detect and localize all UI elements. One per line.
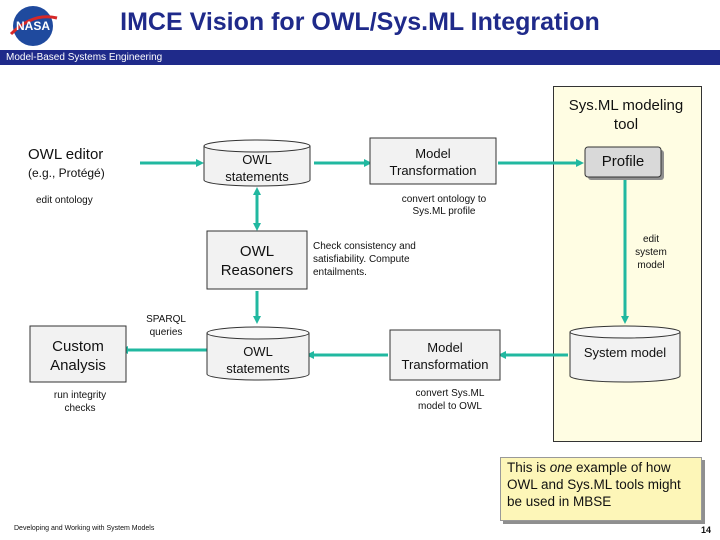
- nasa-logo: NASA: [5, 4, 61, 48]
- footer-text: Developing and Working with System Model…: [14, 525, 155, 532]
- convert-sysml-label: convert Sys.ML model to OWL: [415, 388, 485, 412]
- subtitle-banner: Model-Based Systems Engineering: [0, 50, 720, 65]
- owl-editor-box: [22, 140, 140, 186]
- model-transform-top-label: Model Transformation: [389, 146, 477, 178]
- owl-statements-bottom-label: OWL statements: [226, 344, 290, 376]
- callout-text: This is one example of how OWL and Sys.M…: [507, 459, 697, 510]
- system-model-label: System model: [583, 345, 667, 360]
- callout-emphasis: one: [549, 460, 573, 475]
- subtitle-text: Model-Based Systems Engineering: [6, 52, 163, 63]
- custom-analysis-label: Custom Analysis: [50, 338, 106, 374]
- run-integrity-label: run integrity checks: [53, 390, 107, 414]
- owl-statements-top-label: OWL statements: [225, 152, 289, 184]
- profile-box: [584, 146, 662, 178]
- page-title: IMCE Vision for OWL/Sys.ML Integration: [120, 8, 600, 36]
- profile-label: Profile: [601, 153, 645, 170]
- edit-ontology-label: edit ontology: [36, 195, 93, 206]
- owl-statements-bottom-cylinder: [206, 326, 310, 381]
- model-transform-bottom-box: [389, 329, 501, 381]
- custom-analysis-box: [29, 325, 127, 383]
- sparql-queries-label: SPARQL queries: [146, 314, 186, 338]
- sysml-tool-panel: [553, 86, 702, 442]
- sysml-tool-label: Sys.ML modeling tool: [568, 97, 684, 133]
- callout-prefix: This is: [507, 460, 550, 475]
- page-number: 14: [701, 525, 712, 535]
- system-model-cylinder: [569, 325, 681, 383]
- edit-system-model-label: edit system model: [635, 234, 667, 271]
- callout-note: [500, 457, 702, 521]
- owl-editor-label: OWL editor: [28, 146, 104, 163]
- owl-reasoners-box: [206, 230, 308, 290]
- logo-text: NASA: [16, 19, 50, 33]
- model-transform-top-box: [369, 137, 497, 185]
- callout-suffix: example of how OWL and Sys.ML tools migh…: [507, 460, 681, 509]
- owl-editor-sublabel: (e.g., Protégé): [28, 166, 105, 180]
- check-consistency-label: Check consistency and satisfiability. Co…: [313, 241, 416, 278]
- model-transform-bottom-label: Model Transformation: [401, 340, 489, 372]
- owl-reasoners-label: OWL Reasoners: [220, 243, 294, 279]
- convert-ontology-label: convert ontology to Sys.ML profile: [401, 194, 487, 217]
- owl-statements-top-cylinder: [203, 139, 311, 187]
